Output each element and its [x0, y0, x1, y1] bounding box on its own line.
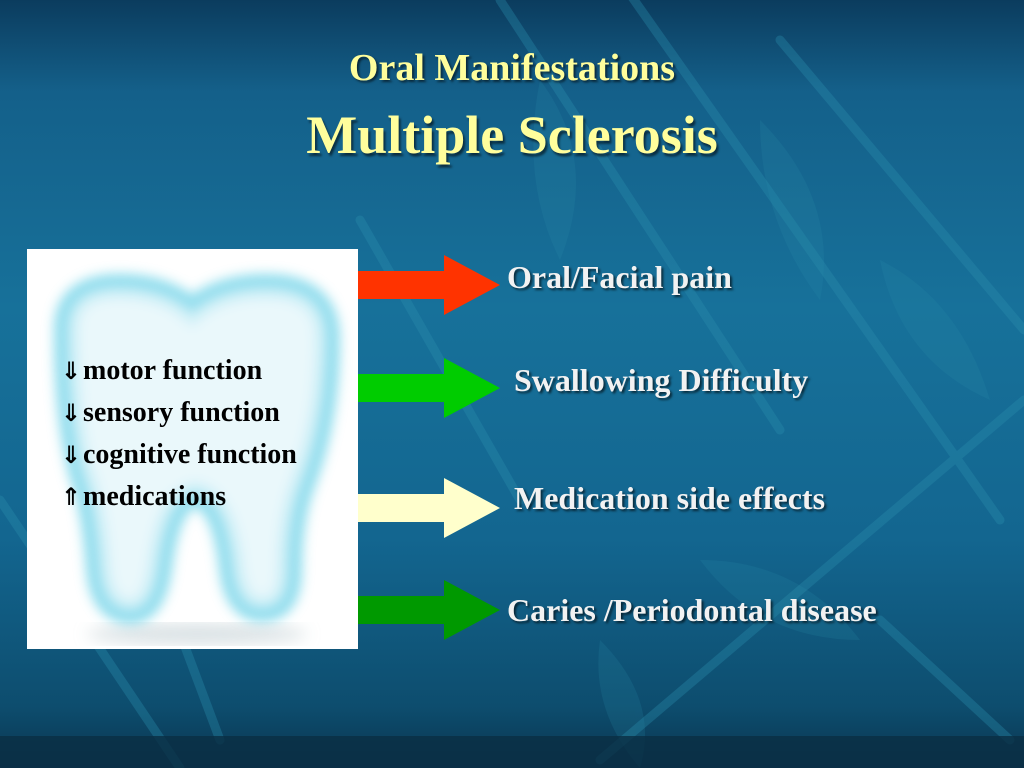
down-arrow-icon: ⇓	[61, 441, 82, 469]
factor-item: ⇓cognitive function	[61, 434, 297, 476]
tooth-panel: ⇓motor function ⇓sensory function ⇓cogni…	[27, 249, 358, 649]
title-line-2: Multiple Sclerosis	[306, 105, 718, 165]
factor-item: ⇓motor function	[61, 350, 297, 392]
factor-item: ⇑medications	[61, 476, 297, 518]
outcome-swallowing-difficulty: Swallowing Difficulty	[514, 362, 809, 398]
factor-label: motor function	[83, 355, 263, 386]
arrow-right-icon	[358, 358, 500, 418]
arrow-right-icon	[358, 580, 500, 640]
up-arrow-icon: ⇑	[61, 483, 82, 511]
outcome-caries-periodontal: Caries /Periodontal disease	[507, 592, 877, 628]
factor-label: medications	[83, 481, 227, 512]
factor-item: ⇓sensory function	[61, 392, 297, 434]
factor-list: ⇓motor function ⇓sensory function ⇓cogni…	[61, 350, 297, 518]
arrow-right-icon	[358, 255, 500, 315]
down-arrow-icon: ⇓	[61, 399, 82, 427]
arrow-right-icon	[358, 478, 500, 538]
title-line-1: Oral Manifestations	[348, 47, 676, 89]
outcome-oral-facial-pain: Oral/Facial pain	[507, 259, 732, 295]
factor-label: cognitive function	[83, 439, 297, 470]
down-arrow-icon: ⇓	[61, 357, 82, 385]
tooth-icon	[53, 273, 341, 644]
outcome-medication-side-effects: Medication side effects	[514, 480, 826, 516]
factor-label: sensory function	[83, 397, 280, 428]
